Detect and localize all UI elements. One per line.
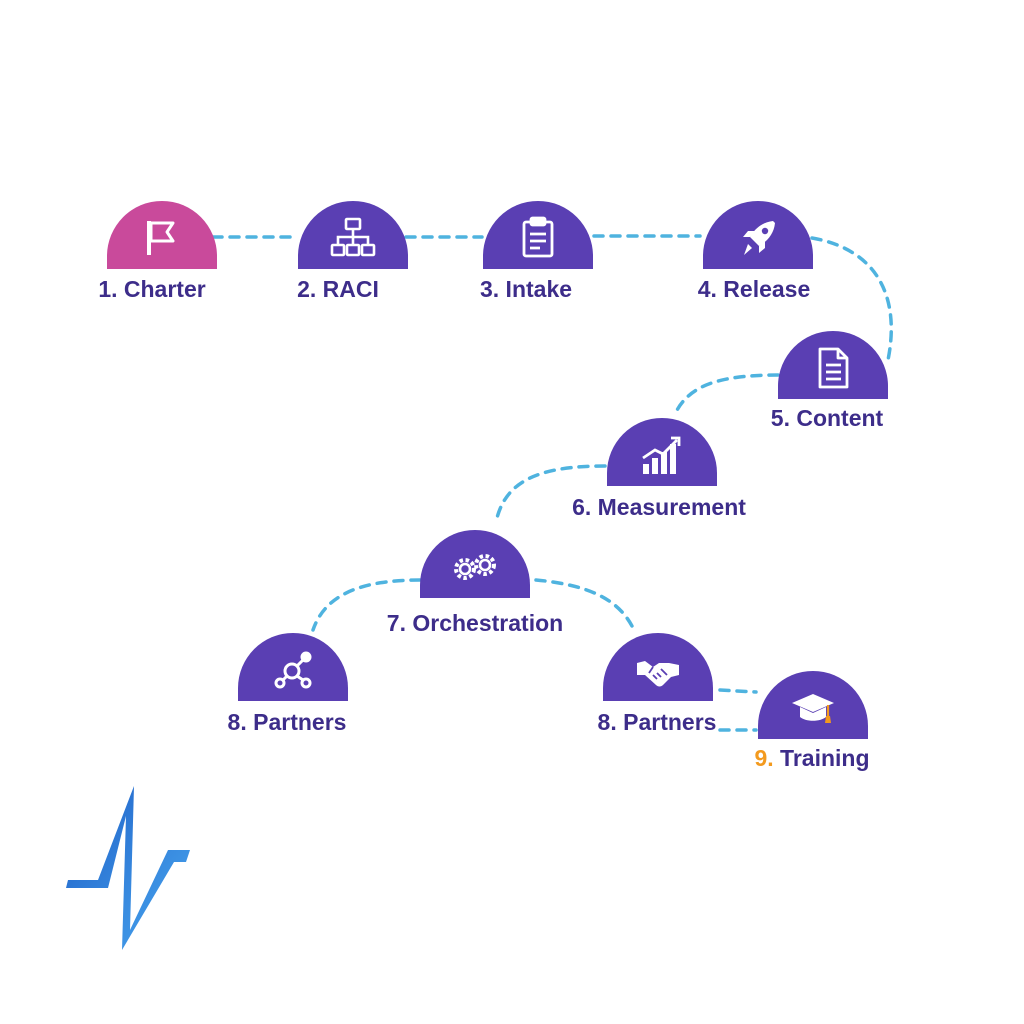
document-icon — [818, 347, 849, 389]
rocket-icon — [743, 221, 775, 255]
bar-chart-icon — [642, 436, 681, 474]
gears-icon — [454, 554, 496, 580]
graduation-cap-icon — [792, 694, 834, 723]
flag-icon — [147, 221, 175, 255]
step-label-raci: 2. RACI — [297, 276, 379, 302]
step-label-measurement: 6. Measurement — [572, 494, 746, 520]
pulse-logo-icon — [66, 786, 190, 950]
step-text-training: Training — [773, 745, 870, 771]
connector-measurement-orchestration — [494, 464, 607, 524]
network-icon — [274, 651, 312, 689]
connector-group — [211, 234, 893, 732]
step-number-training: 9. — [754, 745, 774, 771]
connector-orchestration-partners-a — [311, 578, 422, 632]
clipboard-icon — [522, 216, 554, 258]
connector-release-content — [810, 236, 893, 362]
org-chart-icon — [330, 217, 376, 257]
step-label-orchestration: 7. Orchestration — [386, 610, 564, 636]
step-label-intake: 3. Intake — [479, 276, 573, 302]
step-label-partners-handshake: 8. Partners — [597, 709, 717, 735]
connector-orchestration-partners-b — [534, 578, 636, 632]
step-label-partners-network: 8. Partners — [227, 709, 347, 735]
step-label-release: 4. Release — [697, 276, 811, 302]
connector-content-measurement — [674, 373, 780, 414]
step-label-charter: 1. Charter — [98, 276, 206, 302]
handshake-icon — [637, 661, 679, 687]
step-label-training: 9. Training — [754, 745, 869, 772]
connector-partners-training-upper — [718, 688, 758, 694]
step-label-content: 5. Content — [770, 405, 884, 431]
